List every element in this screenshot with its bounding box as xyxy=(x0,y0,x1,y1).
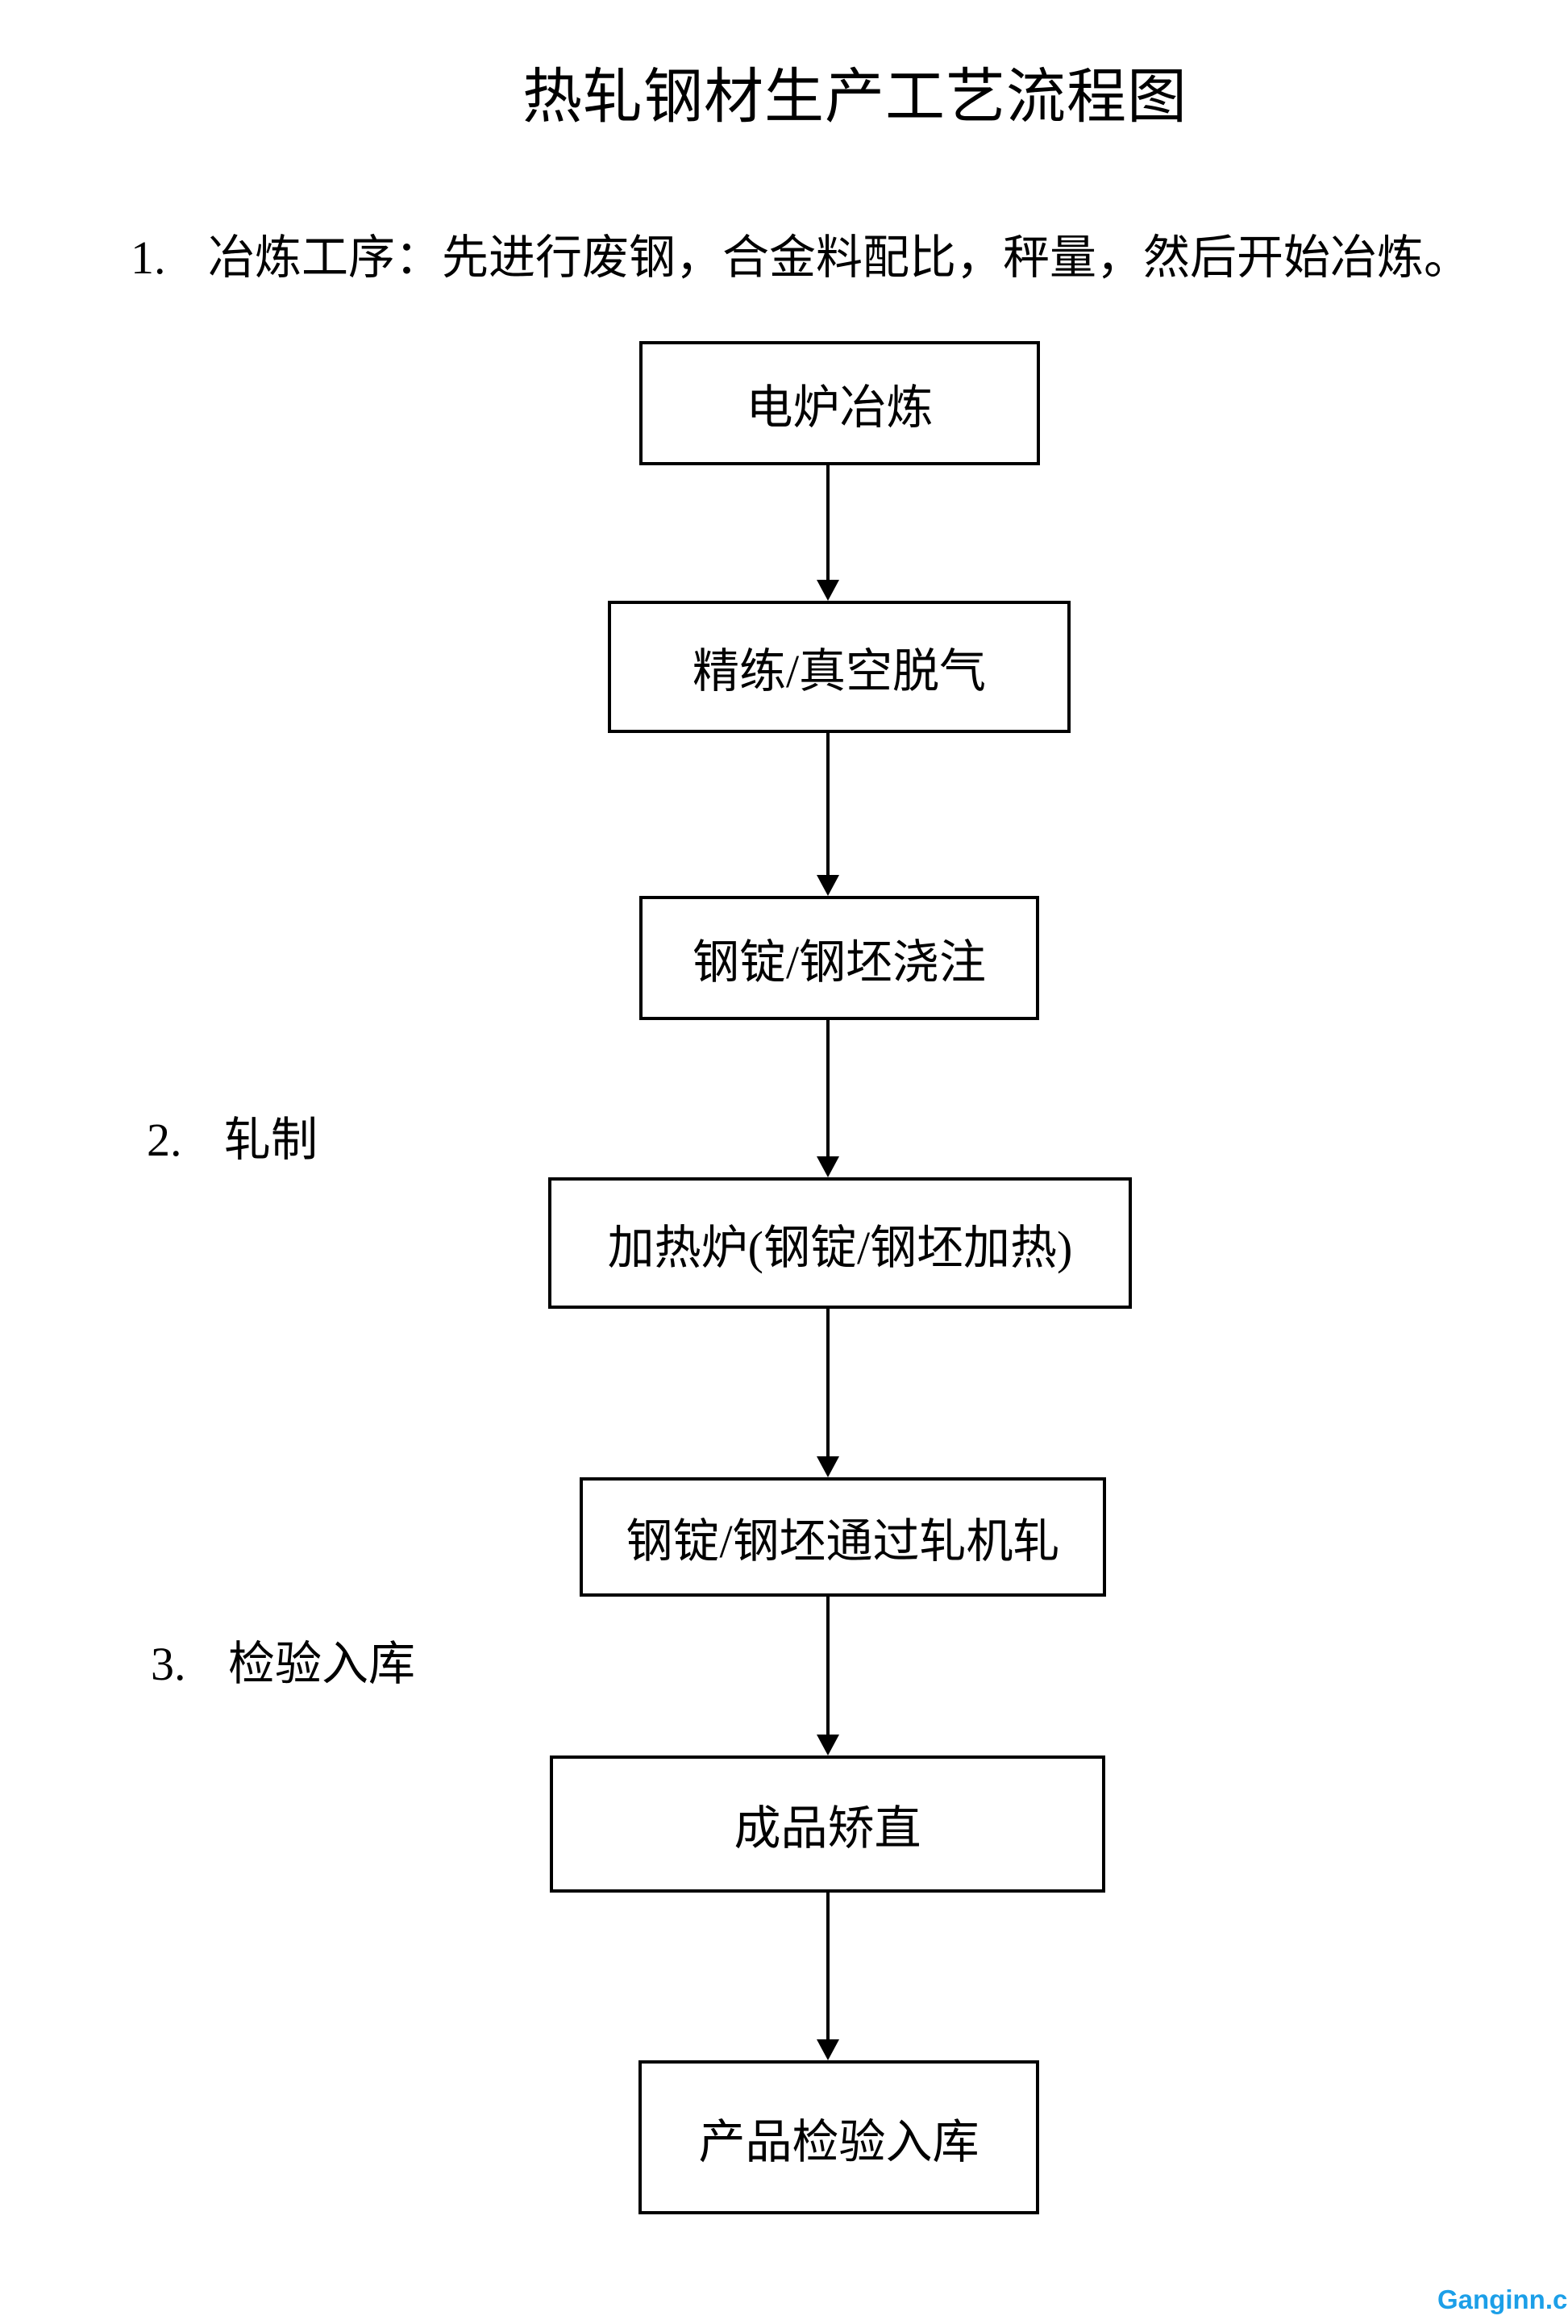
step-note-smelting: 1. 冶炼工序：先进行废钢，合金料配比，秤量，然后开始冶炼。 xyxy=(131,232,1470,284)
flow-connector-4 xyxy=(815,1309,841,1477)
arrow-shaft xyxy=(826,733,830,875)
flow-connector-5 xyxy=(815,1597,841,1755)
node-refining-vacuum-degassing: 精练/真空脱气 xyxy=(608,601,1071,733)
watermark: Ganginn.cn xyxy=(1437,2284,1568,2314)
arrow-shaft xyxy=(826,1893,830,2039)
arrow-head-icon xyxy=(817,580,839,601)
step-number: 2. xyxy=(147,1114,182,1166)
node-label: 精练/真空脱气 xyxy=(692,645,987,698)
arrow-shaft xyxy=(826,1597,830,1735)
step-note-rolling: 2. 轧制 xyxy=(147,1114,318,1166)
arrow-shaft xyxy=(826,465,830,580)
step-text: 轧制 xyxy=(224,1114,318,1166)
node-label: 加热炉(钢锭/钢坯加热) xyxy=(607,1221,1073,1274)
step-number: 1. xyxy=(131,231,166,284)
node-electric-furnace-smelting: 电炉冶炼 xyxy=(639,341,1040,465)
arrow-head-icon xyxy=(817,1456,839,1477)
node-ingot-billet-casting: 钢锭/钢坯浇注 xyxy=(639,896,1039,1020)
flow-connector-1 xyxy=(815,465,841,601)
flow-connector-6 xyxy=(815,1893,841,2060)
node-label: 产品检验入库 xyxy=(698,2115,979,2168)
arrow-shaft xyxy=(826,1309,830,1456)
arrow-shaft xyxy=(826,1020,830,1156)
node-product-inspection-storage: 产品检验入库 xyxy=(638,2060,1039,2214)
node-reheating-furnace: 加热炉(钢锭/钢坯加热) xyxy=(548,1177,1132,1309)
step-text: 冶炼工序：先进行废钢，合金料配比，秤量，然后开始冶炼。 xyxy=(208,231,1471,284)
node-product-straightening: 成品矫直 xyxy=(550,1755,1105,1893)
node-rolling-mill-pass: 钢锭/钢坯通过轧机轧 xyxy=(580,1477,1106,1597)
flow-connector-2 xyxy=(815,733,841,896)
arrow-head-icon xyxy=(817,875,839,896)
arrow-head-icon xyxy=(817,1735,839,1755)
node-label: 钢锭/钢坯通过轧机轧 xyxy=(626,1515,1060,1568)
flow-connector-3 xyxy=(815,1020,841,1177)
arrow-head-icon xyxy=(817,1156,839,1177)
step-note-inspection: 3. 检验入库 xyxy=(151,1639,415,1690)
node-label: 电炉冶炼 xyxy=(746,381,934,434)
node-label: 成品矫直 xyxy=(734,1802,921,1855)
step-number: 3. xyxy=(151,1638,186,1690)
page-title: 热轧钢材生产工艺流程图 xyxy=(522,65,1187,131)
arrow-head-icon xyxy=(817,2039,839,2060)
node-label: 钢锭/钢坯浇注 xyxy=(692,936,987,989)
step-text: 检验入库 xyxy=(228,1638,416,1690)
